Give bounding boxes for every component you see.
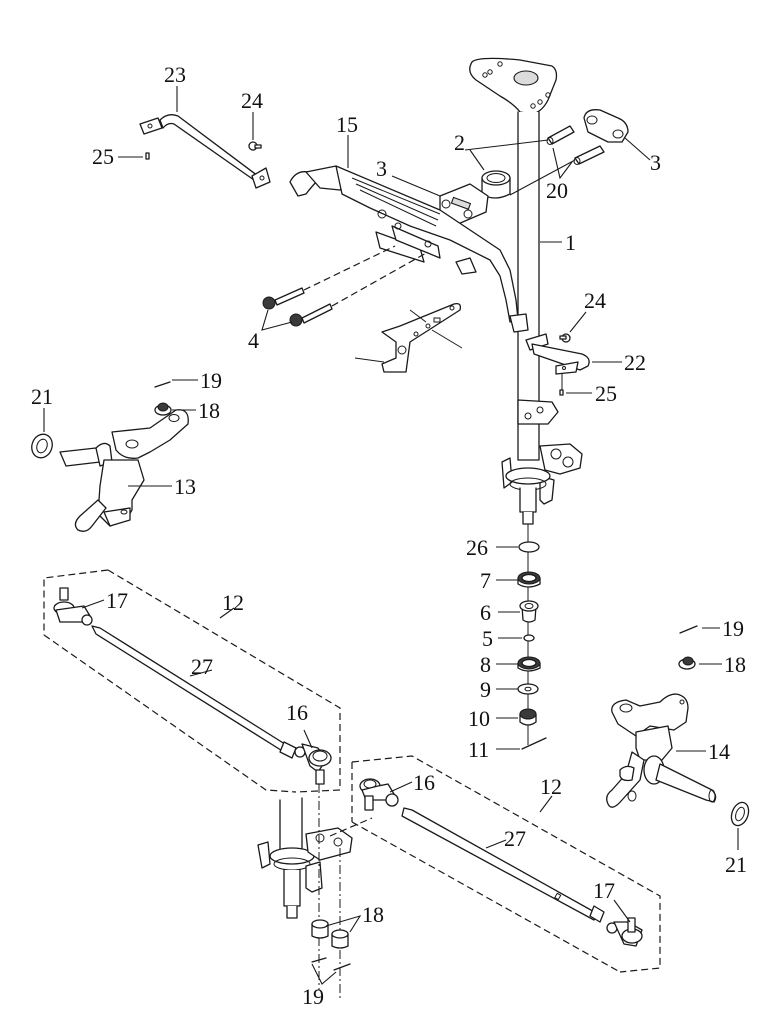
callout-12-left: 12 [222, 590, 244, 615]
callout-21-left: 21 [31, 384, 53, 409]
callout-19-right: 19 [722, 616, 744, 641]
callout-13: 13 [174, 474, 196, 499]
callout-16-left: 16 [286, 700, 308, 725]
clamp-pin-upper[interactable] [546, 125, 575, 145]
callout-19-lower: 19 [302, 984, 324, 1009]
callout-3-right: 3 [650, 150, 661, 175]
washer-21-left[interactable] [28, 431, 55, 460]
callout-18-right: 18 [724, 652, 746, 677]
bolt-24-upper[interactable] [248, 141, 262, 151]
tie-rod-end-16-left[interactable] [301, 743, 332, 785]
pin-25-right[interactable] [559, 374, 564, 396]
callout-2: 2 [454, 130, 465, 155]
callout-21-right: 21 [725, 852, 747, 877]
cotter-pin-11[interactable] [521, 737, 547, 750]
callout-16-right: 16 [413, 770, 435, 795]
bolt-lower[interactable] [289, 251, 429, 327]
steering-knuckle-right[interactable] [606, 693, 717, 808]
pin-25-upper[interactable] [145, 152, 150, 160]
callout-25-upper: 25 [92, 144, 114, 169]
pin-19-upper-left[interactable] [154, 381, 171, 388]
nut-18-upper-left[interactable] [154, 402, 172, 416]
tie-rod-end-17-right[interactable] [606, 917, 643, 947]
washer-9[interactable] [517, 683, 539, 695]
callout-12-right: 12 [540, 774, 562, 799]
callout-7: 7 [480, 568, 491, 593]
callout-24-right: 24 [584, 288, 606, 313]
callout-27-right: 27 [504, 826, 526, 851]
bolt-upper[interactable] [262, 245, 396, 310]
washer-5[interactable] [523, 634, 535, 642]
steering-column[interactable] [469, 57, 583, 525]
bushing[interactable] [481, 170, 511, 199]
callout-1: 1 [565, 230, 576, 255]
column-clamp-right[interactable] [583, 109, 629, 143]
callout-23: 23 [164, 62, 186, 87]
brace-right[interactable] [525, 333, 590, 375]
callout-14: 14 [708, 739, 730, 764]
bearing-8[interactable] [517, 656, 541, 672]
callout-20: 20 [546, 178, 568, 203]
pin-19-right[interactable] [679, 625, 698, 634]
callout-5: 5 [482, 626, 493, 651]
tie-rod-assembly-right[interactable] [329, 755, 661, 973]
spacer-6[interactable] [519, 600, 539, 623]
callout-27-left: 27 [191, 654, 213, 679]
callout-4: 4 [248, 328, 259, 353]
mount-plate [354, 302, 463, 373]
callout-3-left: 3 [376, 156, 387, 181]
tie-rod-end-17-left[interactable] [53, 587, 93, 626]
bearing-7[interactable] [517, 571, 541, 588]
pin-19-lower-a[interactable] [311, 957, 327, 963]
nut-18-lower-b[interactable] [331, 929, 349, 949]
callout-11: 11 [468, 737, 489, 762]
callout-24-upper: 24 [241, 88, 263, 113]
tie-rod-assembly-left[interactable] [43, 569, 341, 793]
bolt-24-right[interactable] [559, 333, 571, 343]
callout-9: 9 [480, 677, 491, 702]
spindle-lower[interactable] [257, 784, 353, 998]
o-ring-26[interactable] [518, 541, 540, 553]
steering-knuckle-left[interactable] [59, 409, 189, 532]
callout-6: 6 [480, 600, 491, 625]
tie-rod-27-right[interactable] [401, 807, 605, 923]
callout-10: 10 [468, 706, 490, 731]
nut-18-lower-a[interactable] [311, 919, 329, 939]
callout-22: 22 [624, 350, 646, 375]
steering-support-bracket[interactable] [289, 165, 529, 333]
callout-18-lower: 18 [362, 902, 384, 927]
callout-15: 15 [336, 112, 358, 137]
tie-rod-27-left[interactable] [91, 625, 306, 759]
callout-25-right: 25 [595, 381, 617, 406]
tie-rod-end-16-right[interactable] [359, 778, 399, 811]
nut-10[interactable] [519, 708, 537, 726]
callout-18-upper-left: 18 [198, 398, 220, 423]
pin-19-lower-b[interactable] [333, 963, 351, 971]
callout-19-upper-left: 19 [200, 368, 222, 393]
brace-left[interactable] [139, 114, 271, 189]
washer-21-right[interactable] [728, 800, 751, 828]
callout-17-left: 17 [106, 588, 128, 613]
callout-8: 8 [480, 652, 491, 677]
callout-26: 26 [466, 535, 488, 560]
nut-18-right[interactable] [678, 656, 696, 670]
callout-17-right: 17 [593, 878, 615, 903]
clamp-pin-lower[interactable] [573, 145, 605, 165]
